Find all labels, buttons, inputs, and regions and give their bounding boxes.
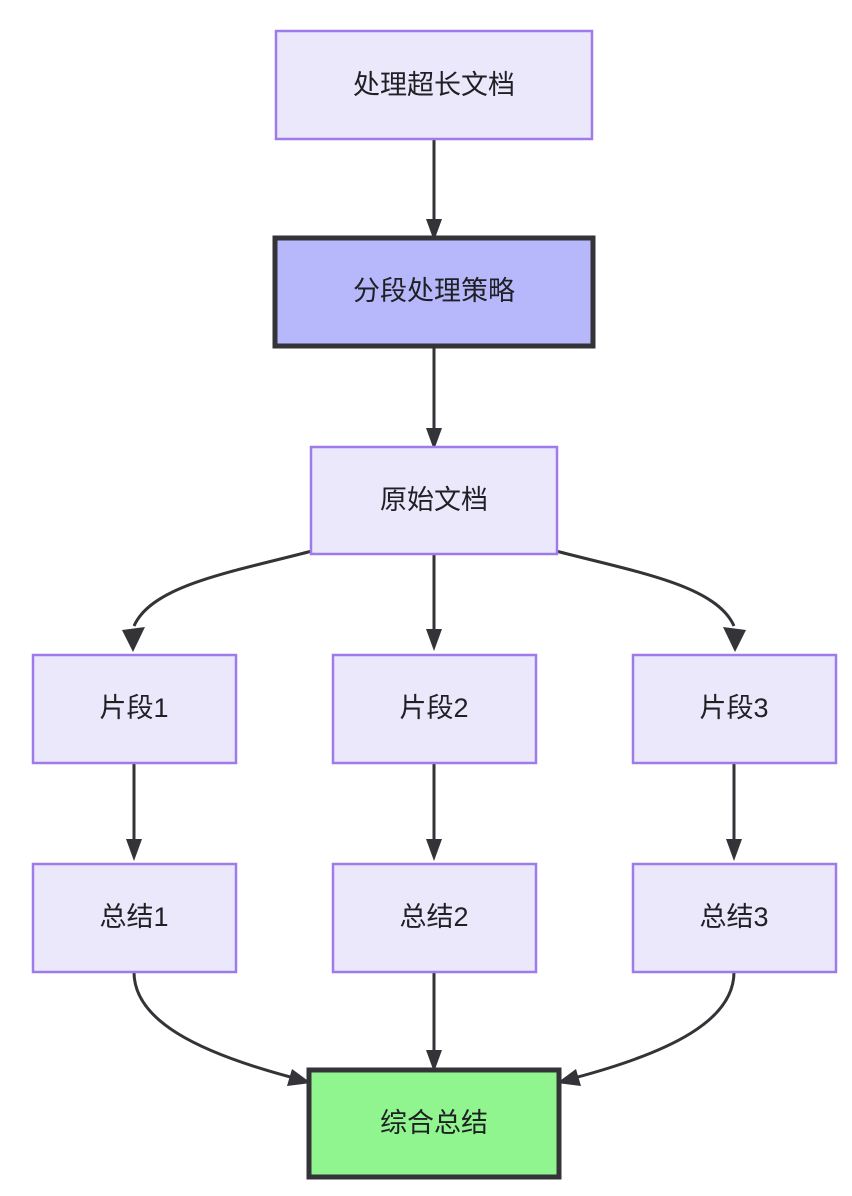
node-chunk2-label: 片段2 (399, 693, 468, 723)
node-sum3-box[interactable] (631, 862, 838, 974)
node-sum1-box[interactable] (31, 862, 238, 974)
arrow-head-icon (557, 1069, 581, 1086)
arrow-head-icon (426, 839, 442, 861)
edge-source-to-chunk1 (122, 549, 313, 652)
node-chunk2-box[interactable] (331, 653, 538, 765)
node-doc-box[interactable] (274, 29, 594, 141)
edge-source-to-chunk2 (426, 554, 442, 651)
node-chunk3-box[interactable] (631, 653, 838, 765)
node-strategy-label: 分段处理策略 (353, 276, 515, 306)
edge-sum2-to-final (426, 972, 442, 1072)
node-layer: 处理超长文档 分段处理策略 原始文档 片段1 片段2 片段3 (31, 29, 838, 1180)
arrow-head-icon (287, 1069, 311, 1086)
edge-chunk3-to-sum3 (726, 764, 742, 861)
node-doc[interactable]: 处理超长文档 (274, 29, 594, 141)
edge-chunk1-to-sum1 (126, 764, 142, 861)
node-strategy[interactable]: 分段处理策略 (272, 235, 596, 349)
node-strategy-box[interactable] (272, 235, 596, 349)
node-sum3[interactable]: 总结3 (631, 862, 838, 974)
edge-chunk2-to-sum2 (426, 764, 442, 861)
node-sum1-label: 总结1 (99, 902, 168, 932)
node-final-box[interactable] (306, 1067, 562, 1180)
arrow-head-icon (126, 839, 142, 861)
arrow-head-icon (426, 428, 442, 450)
node-sum2[interactable]: 总结2 (331, 862, 538, 974)
node-sum2-box[interactable] (331, 862, 538, 974)
edge-sum1-to-final (132, 971, 311, 1086)
node-doc-label: 处理超长文档 (353, 70, 515, 100)
edge-source-to-chunk3 (555, 549, 746, 652)
arrow-head-icon (426, 219, 442, 241)
node-final-label: 综合总结 (380, 1108, 488, 1138)
node-chunk2[interactable]: 片段2 (331, 653, 538, 765)
edge-strategy-to-source (426, 345, 442, 450)
node-chunk1-box[interactable] (31, 653, 238, 765)
node-chunk3[interactable]: 片段3 (631, 653, 838, 765)
arrow-head-icon (426, 629, 442, 651)
arrow-head-icon (726, 839, 742, 861)
node-sum3-label: 总结3 (699, 902, 768, 932)
arrow-head-icon (122, 627, 145, 652)
node-chunk1[interactable]: 片段1 (31, 653, 238, 765)
node-final[interactable]: 综合总结 (306, 1067, 562, 1180)
node-source[interactable]: 原始文档 (309, 445, 559, 556)
node-source-box[interactable] (309, 445, 559, 556)
node-chunk1-label: 片段1 (99, 693, 168, 723)
edge-layer (122, 139, 746, 1086)
node-source-label: 原始文档 (380, 485, 488, 515)
node-sum1[interactable]: 总结1 (31, 862, 238, 974)
arrow-head-icon (723, 627, 746, 652)
node-chunk3-label: 片段3 (699, 693, 768, 723)
edge-doc-to-strategy (426, 139, 442, 241)
edge-sum3-to-final (557, 971, 736, 1086)
arrow-head-icon (426, 1050, 442, 1072)
node-sum2-label: 总结2 (399, 902, 468, 932)
